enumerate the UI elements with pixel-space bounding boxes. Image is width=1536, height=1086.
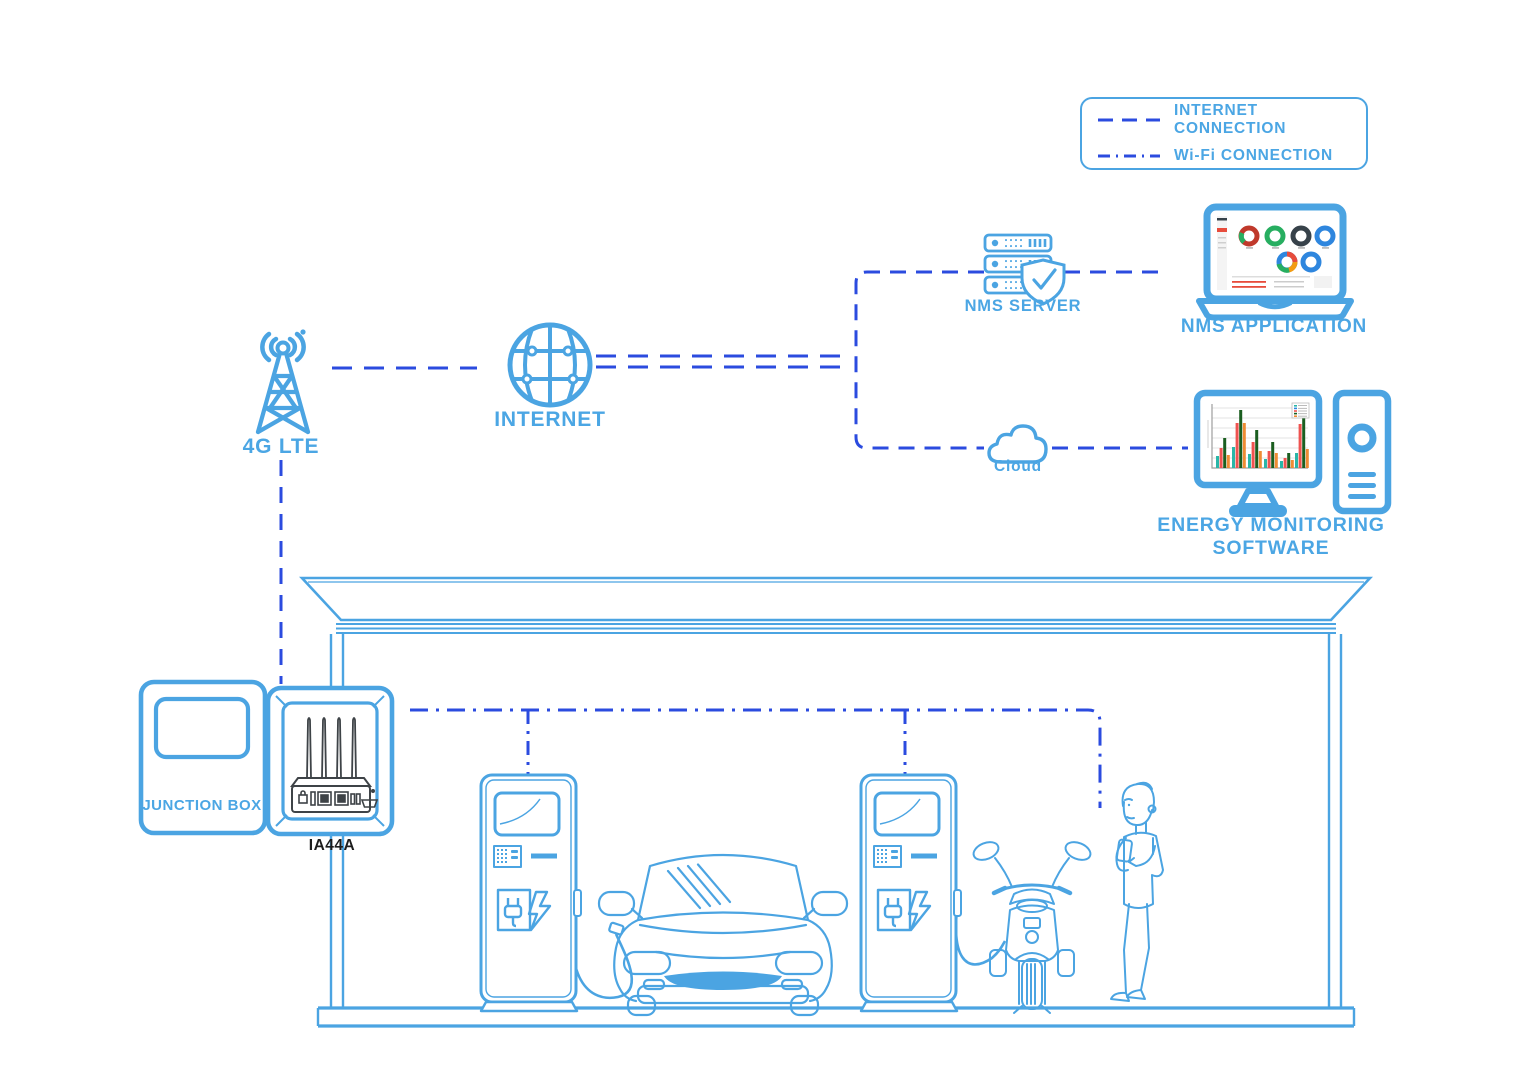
cloud-icon (987, 424, 1048, 464)
legend-wifi-label: Wi-Fi CONNECTION (1174, 147, 1334, 164)
car-wheel-left (626, 994, 657, 1017)
cloud-label: Cloud (994, 458, 1042, 475)
person-icon (1110, 781, 1164, 1002)
station-keypad (493, 845, 522, 868)
station-screen (493, 791, 561, 837)
wifi-line-sample (1098, 154, 1160, 158)
bar-chart (1207, 402, 1310, 469)
charging-station-2 (859, 773, 962, 1013)
antenna-tower-icon (255, 329, 311, 435)
car-windshield (636, 853, 810, 922)
car-icon (597, 853, 849, 1017)
legend: INTERNET CONNECTION Wi-Fi CONNECTION (1080, 97, 1368, 170)
door-window (153, 696, 251, 760)
internet-label: INTERNET (494, 408, 606, 431)
car-wheel-right (789, 994, 820, 1017)
lightning-icon (907, 890, 932, 932)
scooter-body (1005, 904, 1059, 962)
station-keypad (873, 845, 902, 868)
tower-label: 4G LTE (242, 435, 320, 458)
car-headlight-right (774, 950, 824, 976)
scooter-mirror-left (972, 841, 1000, 861)
right-post (1327, 634, 1343, 1008)
roof (299, 576, 1373, 622)
energy-monitoring-label-line2: SOFTWARE (1212, 537, 1330, 559)
person-shirt (1123, 831, 1164, 909)
phone-icon (1115, 838, 1133, 863)
energy-monitoring-icon (1193, 389, 1392, 517)
internet-globe-icon (507, 322, 593, 408)
laptop-dashboard (1217, 216, 1336, 290)
scooter-wheel (1021, 958, 1043, 1010)
check-icon (1032, 268, 1057, 290)
junction-box-icon (138, 679, 395, 837)
car-headlight-left (622, 950, 672, 976)
nms-application-label: NMS APPLICATION (1180, 316, 1368, 337)
nms-server-icon (983, 233, 1066, 306)
pc-tower (1332, 389, 1392, 515)
router-ia44a (290, 717, 379, 813)
scooter-mirror-right (1064, 841, 1092, 861)
car-grille (664, 971, 782, 990)
charging-station-1 (479, 773, 582, 1013)
legend-row-internet: INTERNET CONNECTION (1098, 102, 1366, 138)
car-mirror-right (810, 890, 849, 917)
station-screen (873, 791, 941, 837)
laptop-icon (1196, 203, 1354, 321)
internet-line-sample (1098, 118, 1160, 122)
line-wifi-main (410, 708, 1102, 808)
person-legs (1123, 903, 1150, 994)
scooter-icon (972, 841, 1092, 1014)
line-branch (854, 270, 984, 450)
legend-internet-label: INTERNET CONNECTION (1174, 102, 1287, 137)
router-model-label: IA44A (308, 837, 356, 854)
legend-row-wifi: Wi-Fi CONNECTION (1098, 147, 1366, 165)
junction-box-label: JUNCTION BOX (142, 797, 262, 814)
car-charge-port (608, 921, 625, 936)
nms-server-label: NMS SERVER (964, 297, 1082, 315)
energy-monitoring-label-line1: ENERGY MONITORING (1157, 514, 1385, 536)
car-mirror-left (597, 890, 636, 917)
lightning-icon (527, 890, 552, 932)
